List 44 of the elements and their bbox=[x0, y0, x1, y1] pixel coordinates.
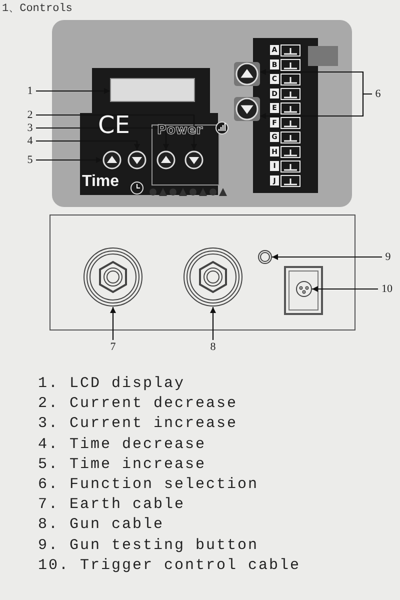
connector-socket bbox=[296, 281, 312, 297]
list-item: 2. Current decrease bbox=[38, 395, 238, 414]
leader-line bbox=[36, 140, 140, 150]
leader-line bbox=[36, 114, 197, 150]
list-item: 4. Time decrease bbox=[38, 436, 206, 454]
leader-line bbox=[36, 157, 102, 163]
lcd-screen bbox=[110, 78, 195, 102]
list-item: 6. Function selection bbox=[38, 476, 259, 494]
callout-number: 9 bbox=[382, 250, 394, 264]
list-item: 3. Current increase bbox=[38, 415, 238, 434]
leader-line bbox=[36, 127, 169, 150]
leader-line bbox=[312, 286, 378, 292]
section-heading: 1、Controls bbox=[2, 2, 72, 15]
cable-socket bbox=[83, 247, 143, 307]
push-button bbox=[258, 250, 272, 264]
callout-number: 4 bbox=[24, 134, 36, 148]
list-item: 8. Gun cable bbox=[38, 516, 164, 534]
list-item: 1. LCD display bbox=[38, 375, 186, 393]
callout-number: 8 bbox=[207, 340, 219, 354]
callout-number: 1 bbox=[24, 84, 36, 98]
callout-number: 10 bbox=[378, 282, 396, 296]
callout-number: 3 bbox=[24, 121, 36, 135]
callout-number: 7 bbox=[107, 340, 119, 354]
panel-label: Power bbox=[157, 124, 203, 137]
up-button bbox=[156, 150, 176, 170]
list-item: 5. Time increase bbox=[38, 456, 206, 474]
callout-number: 6 bbox=[372, 87, 384, 101]
panel-label: Time bbox=[82, 174, 120, 190]
leader-line bbox=[36, 88, 110, 94]
down-button bbox=[184, 150, 204, 170]
list-item: 9. Gun testing button bbox=[38, 536, 259, 555]
list-item: 7. Earth cable bbox=[38, 496, 186, 514]
down-button bbox=[234, 97, 260, 121]
callout-number: 2 bbox=[24, 108, 36, 122]
up-button bbox=[234, 62, 260, 86]
ce-mark: CE bbox=[98, 113, 130, 137]
down-button bbox=[127, 150, 147, 170]
up-button bbox=[102, 150, 122, 170]
callout-number: 5 bbox=[24, 153, 36, 167]
cable-socket bbox=[183, 247, 243, 307]
leader-line bbox=[272, 254, 382, 260]
leader-line bbox=[210, 307, 216, 340]
list-item: 10. Trigger control cable bbox=[38, 556, 301, 575]
leader-line bbox=[110, 307, 116, 340]
